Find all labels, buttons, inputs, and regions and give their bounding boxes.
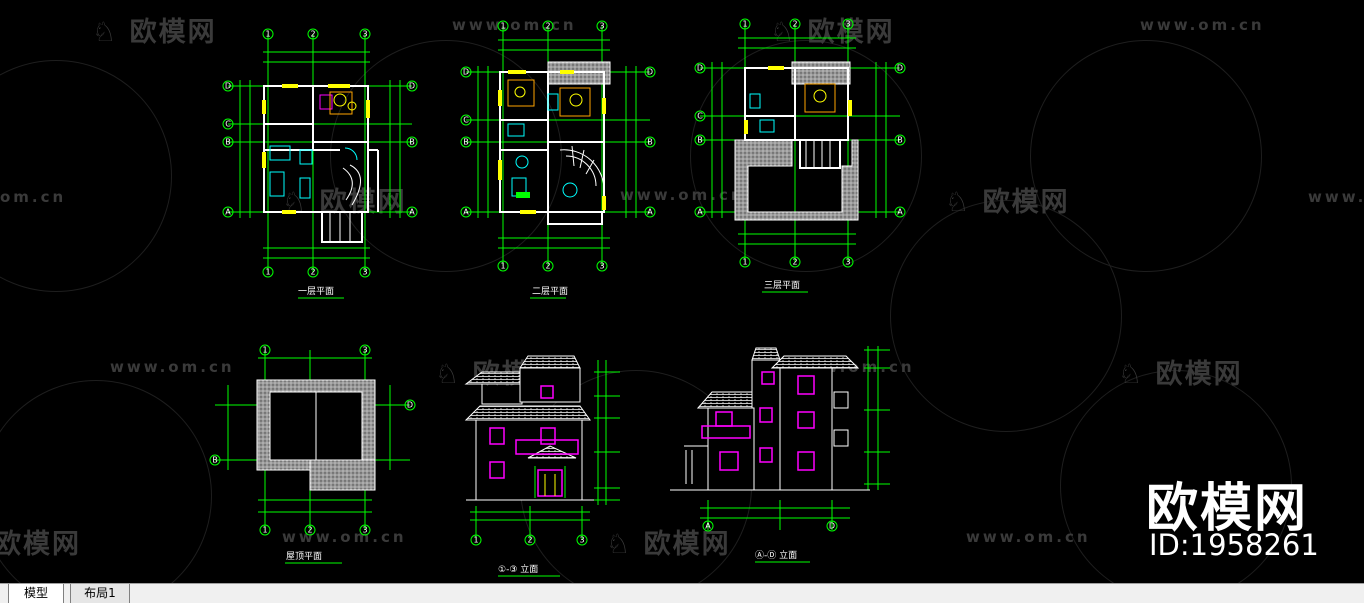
svg-text:2: 2 [527, 536, 532, 545]
watermark-ring [890, 200, 1122, 432]
svg-text:1: 1 [742, 258, 747, 267]
watermark-url: www.om.cn [452, 16, 577, 34]
svg-text:1: 1 [500, 262, 505, 271]
svg-text:D: D [409, 82, 415, 91]
roof-plan[interactable]: 1 3 1 2 3 B D 屋顶平面 [209, 344, 416, 564]
svg-text:A: A [647, 208, 653, 217]
watermark-url: www.om.cn [282, 528, 407, 546]
model-space-canvas[interactable]: ♘ 欧模网 www.om.cn ♘ 欧模网 www.om.cn om.cn ♘ … [0, 0, 1364, 583]
tab-layout1[interactable]: 布局1 [70, 584, 130, 603]
svg-text:3: 3 [579, 536, 584, 545]
watermark-ring [330, 40, 562, 272]
svg-text:D: D [829, 522, 835, 531]
svg-text:A: A [463, 208, 469, 217]
watermark-brand: ♘ 欧模网 [1118, 359, 1243, 390]
third-floor-plan[interactable]: 1 2 3 1 2 3 D C B A D B A 三层平面 [694, 18, 906, 293]
svg-text:A: A [225, 208, 231, 217]
roof-plan-title: 屋顶平面 [286, 551, 322, 562]
watermark-brand: ♘ 欧模网 [945, 187, 1070, 218]
watermark-url: www.om.cn [620, 186, 745, 204]
tab-model[interactable]: 模型 [8, 584, 64, 603]
svg-text:D: D [463, 68, 469, 77]
svg-text:B: B [897, 136, 903, 145]
third-floor-plan-title: 三层平面 [764, 280, 800, 291]
second-floor-plan[interactable]: 1 2 3 1 2 3 D C B A D B A 二层平面 [460, 20, 656, 299]
watermark-ring [690, 40, 922, 272]
svg-text:2: 2 [545, 262, 550, 271]
svg-text:2: 2 [310, 30, 315, 39]
watermark-brand-partial: 欧模网 [0, 529, 81, 560]
svg-text:D: D [407, 401, 413, 410]
svg-text:1: 1 [500, 22, 505, 31]
front-elevation[interactable]: 1 2 3 ①-③ 立面 [464, 355, 620, 577]
svg-text:3: 3 [845, 258, 850, 267]
svg-text:3: 3 [599, 262, 604, 271]
svg-text:B: B [212, 456, 218, 465]
svg-text:3: 3 [362, 526, 367, 535]
svg-text:D: D [647, 68, 653, 77]
svg-text:D: D [697, 64, 703, 73]
svg-text:A: A [697, 208, 703, 217]
watermark-url: www.om.cn [1140, 16, 1265, 34]
svg-text:D: D [897, 64, 903, 73]
svg-text:C: C [697, 112, 703, 121]
watermark-brand: ♘ 欧模网 [606, 529, 731, 560]
svg-text:A: A [705, 522, 711, 531]
svg-text:2: 2 [310, 268, 315, 277]
watermark-brand: ♘ 欧模网 [770, 17, 895, 48]
side-elevation-title: Ⓐ-Ⓓ 立面 [755, 549, 797, 561]
svg-text:3: 3 [362, 268, 367, 277]
svg-text:B: B [463, 138, 469, 147]
watermark-url: www.om.cn [110, 358, 235, 376]
svg-text:1: 1 [473, 536, 478, 545]
svg-text:2: 2 [545, 22, 550, 31]
svg-text:1: 1 [265, 30, 270, 39]
brand-overlay-title: 欧模网 [1146, 479, 1309, 539]
svg-text:2: 2 [792, 258, 797, 267]
svg-text:3: 3 [362, 30, 367, 39]
svg-text:D: D [225, 82, 231, 91]
first-floor-plan-title: 一层平面 [298, 286, 334, 297]
svg-text:2: 2 [307, 526, 312, 535]
watermark-ring [1030, 40, 1262, 272]
brand-overlay-id: ID:1958261 [1149, 528, 1319, 562]
side-elevation[interactable]: A D Ⓐ-Ⓓ 立面 [670, 346, 890, 563]
svg-text:B: B [225, 138, 231, 147]
svg-text:C: C [463, 116, 469, 125]
second-floor-plan-title: 二层平面 [532, 286, 568, 297]
watermark-ring [1060, 370, 1292, 583]
svg-text:3: 3 [362, 346, 367, 355]
svg-text:3: 3 [845, 20, 850, 29]
watermark-brand: ♘ 欧模网 [92, 17, 217, 48]
svg-text:B: B [647, 138, 653, 147]
svg-text:B: B [409, 138, 415, 147]
svg-text:1: 1 [262, 526, 267, 535]
svg-text:2: 2 [792, 20, 797, 29]
svg-text:1: 1 [262, 346, 267, 355]
svg-text:1: 1 [265, 268, 270, 277]
svg-text:B: B [697, 136, 703, 145]
watermark-url: www.om.cn [966, 528, 1091, 546]
watermark-url-partial: om.cn [0, 188, 67, 206]
svg-text:A: A [897, 208, 903, 217]
watermark-url-partial: www. [1308, 188, 1364, 206]
svg-text:3: 3 [599, 22, 604, 31]
svg-text:C: C [225, 120, 231, 129]
svg-text:A: A [409, 208, 415, 217]
svg-text:1: 1 [742, 20, 747, 29]
layout-tab-bar: 模型 布局1 [0, 583, 1364, 603]
front-elevation-title: ①-③ 立面 [498, 563, 538, 575]
